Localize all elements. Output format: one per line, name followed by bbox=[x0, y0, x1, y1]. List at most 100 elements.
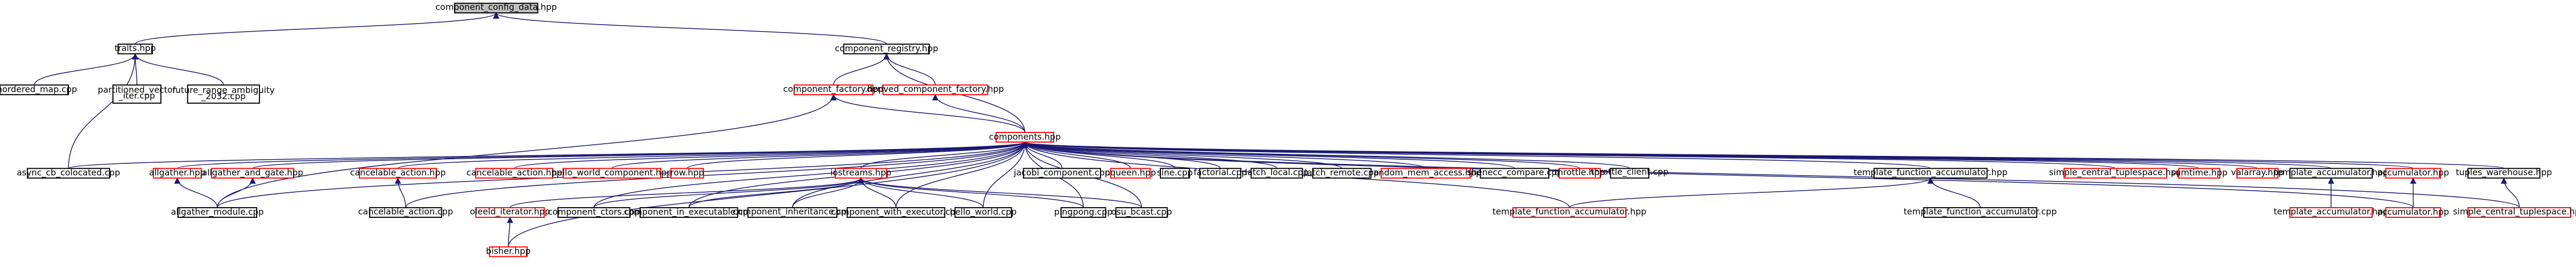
node-box bbox=[834, 168, 887, 179]
node-label: derived_component_factory.hpp bbox=[867, 84, 1004, 95]
graph-node-accumulator-red[interactable]: accumulator.hpp bbox=[2377, 207, 2449, 218]
node-box bbox=[1115, 207, 1168, 218]
graph-node-component-with-executor[interactable]: component_with_executor.cpp bbox=[831, 207, 961, 218]
dependency-edge bbox=[895, 141, 1028, 208]
node-label: oleeld_iterator.hpp bbox=[470, 207, 550, 217]
dependency-edge bbox=[688, 177, 864, 208]
graph-node-oleeld-iterator[interactable]: oleeld_iterator.hpp bbox=[470, 207, 550, 218]
node-box bbox=[1610, 168, 1650, 179]
graph-node-root[interactable]: component_config_data.hpp bbox=[435, 2, 557, 14]
graph-node-valarray[interactable]: valarray.hpp bbox=[2231, 167, 2284, 179]
graph-node-iostreams[interactable]: iostreams.hpp bbox=[831, 168, 891, 179]
graph-node-template-accumulator-red[interactable]: template_accumulator.hpp bbox=[2274, 207, 2388, 218]
dependency-edge bbox=[405, 141, 1028, 208]
graph-node-cancelable-action-cpp[interactable]: cancelable_action.cpp bbox=[358, 207, 453, 218]
node-box bbox=[177, 207, 258, 218]
dependency-edge bbox=[132, 53, 224, 85]
graph-node-accumulator-top[interactable]: accumulator.hpp bbox=[2377, 167, 2449, 179]
node-label: simple_central_tuplespace.hpp bbox=[2453, 207, 2576, 217]
dependency-edge bbox=[1021, 141, 1131, 169]
node-box bbox=[1923, 207, 2037, 218]
node-label: hello_world.cpp bbox=[950, 207, 1017, 217]
graph-node-allgather-and-gate[interactable]: allgather_and_gate.hpp bbox=[202, 167, 303, 179]
graph-node-sumtime[interactable]: sumtime.hpp bbox=[2171, 167, 2228, 179]
dependency-edge bbox=[132, 53, 139, 85]
node-box bbox=[995, 132, 1055, 143]
node-label: _2032.cpp bbox=[201, 91, 246, 101]
node-box bbox=[954, 207, 1012, 218]
graph-node-future-range[interactable]: future_range_ambiguity_2032.cpp bbox=[172, 84, 275, 104]
node-label: sumtime.hpp bbox=[2171, 167, 2228, 177]
node-label: component_registry.hpp bbox=[835, 43, 938, 54]
node-box bbox=[2467, 168, 2541, 179]
node-label: template_accumulator.hpp bbox=[2274, 167, 2388, 178]
node-box bbox=[1199, 168, 1242, 179]
graph-node-component-ctors[interactable]: component_ctors.cpp bbox=[548, 207, 640, 218]
node-box bbox=[2289, 207, 2373, 218]
graph-node-shenecc[interactable]: shenecc_compare.cpp bbox=[1467, 167, 1563, 179]
node-box bbox=[1110, 168, 1151, 179]
graph-node-components[interactable]: components.hpp bbox=[989, 131, 1061, 143]
node-label: component_factory.hpp bbox=[783, 84, 884, 95]
dependency-edge bbox=[1021, 141, 1175, 169]
graph-node-jacobi-component[interactable]: jacobi_component.cpp bbox=[1013, 168, 1110, 179]
graph-node-cancelable-action-hpp2[interactable]: cancelable_action.hpp bbox=[466, 167, 562, 179]
graph-node-component-in-executable[interactable]: component_in_executable.cpp bbox=[624, 207, 754, 218]
graph-node-random-mem-access[interactable]: random_mem_access.hpp bbox=[1370, 168, 1482, 179]
node-label: iostreams.hpp bbox=[831, 168, 891, 178]
node-label: template_function_accumulator.cpp bbox=[1904, 207, 2057, 217]
graph-node-latch-remote[interactable]: latch_remote.cpp bbox=[1305, 167, 1379, 179]
graph-node-tuples-warehouse[interactable]: tuples_warehouse.hpp bbox=[2456, 167, 2552, 179]
dependency-edge bbox=[1022, 141, 1931, 169]
graph-node-derived-component-factory[interactable]: derived_component_factory.hpp bbox=[867, 84, 1004, 96]
graph-node-component-inheritance[interactable]: component_inheritance.cpp bbox=[733, 207, 852, 218]
graph-node-factorial[interactable]: factorial.cpp bbox=[1194, 167, 1247, 179]
graph-node-tfa-cpp[interactable]: template_function_accumulator.cpp bbox=[1904, 207, 2057, 218]
node-box bbox=[1512, 207, 1627, 218]
dependency-edge bbox=[1021, 141, 1631, 169]
node-box bbox=[0, 84, 70, 96]
graph-node-traits[interactable]: traits.hpp bbox=[114, 43, 156, 54]
graph-node-component-factory[interactable]: component_factory.hpp bbox=[783, 84, 884, 96]
graph-node-partitioned-vector[interactable]: partitioned_vector_iter.cpp bbox=[98, 84, 176, 104]
node-box bbox=[639, 207, 739, 218]
graph-node-tfa-hpp-red[interactable]: template_function_accumulator.hpp bbox=[1493, 207, 1647, 218]
graph-node-component-registry[interactable]: component_registry.hpp bbox=[835, 43, 938, 54]
dependency-edge bbox=[397, 141, 1028, 169]
graph-node-allgather-module[interactable]: allgather_module.cpp bbox=[171, 207, 264, 218]
graph-node-sine[interactable]: sine.cpp bbox=[1157, 167, 1193, 179]
graph-node-nqueen[interactable]: nqueen.hpp bbox=[1105, 168, 1156, 179]
graph-node-allgather-hpp[interactable]: allgather.hpp bbox=[149, 167, 206, 179]
node-label: component_inheritance.cpp bbox=[733, 207, 852, 217]
dependency-edge bbox=[395, 177, 406, 208]
dependency-edge bbox=[68, 53, 139, 169]
graph-node-cancelable-action-hpp1[interactable]: cancelable_action.hpp bbox=[350, 167, 446, 179]
dependency-edge bbox=[217, 94, 837, 208]
graph-node-simple-central-tuplespace-red[interactable]: simple_central_tuplespace.hpp bbox=[2453, 207, 2576, 218]
graph-node-unordered-map[interactable]: unordered_map.cpp bbox=[0, 84, 77, 96]
graph-node-throttle-hpp[interactable]: throttle.hpp bbox=[1555, 167, 1605, 179]
graph-node-hello-world-component[interactable]: hello_world_component.hpp bbox=[552, 168, 672, 179]
graph-node-template-accumulator-top[interactable]: template_accumulator.hpp bbox=[2274, 167, 2388, 179]
graph-node-async-cb[interactable]: async_cb_colocated.cpp bbox=[17, 167, 120, 179]
graph-node-bisher[interactable]: bisher.hpp bbox=[486, 246, 531, 257]
dependency-edge bbox=[507, 141, 1028, 247]
graph-node-throttle-client[interactable]: throttle_client.cpp bbox=[1591, 167, 1668, 179]
node-label: throttle.hpp bbox=[1555, 167, 1605, 177]
node-label: allgather_module.cpp bbox=[171, 207, 264, 217]
dependency-edge bbox=[833, 53, 890, 85]
node-label: shenecc_compare.cpp bbox=[1467, 167, 1562, 178]
dependency-edge bbox=[1569, 177, 1934, 208]
graph-node-row[interactable]: row.hpp bbox=[670, 168, 704, 179]
graph-node-latch-local[interactable]: latch_local.cpp bbox=[1245, 167, 1309, 179]
node-label: bisher.hpp bbox=[486, 246, 531, 256]
graph-node-tfa-hpp-top[interactable]: template_function_accumulator.hpp bbox=[1854, 167, 2008, 179]
node-label: template_function_accumulator.hpp bbox=[1493, 207, 1647, 217]
graph-node-hello-world-cpp[interactable]: hello_world.cpp bbox=[950, 207, 1017, 218]
dependency-edge bbox=[982, 141, 1028, 208]
graph-node-pingpong[interactable]: pingpong.cpp bbox=[1054, 207, 1113, 218]
graph-node-osu-bcast[interactable]: osu_bcast.cpp bbox=[1111, 207, 1172, 218]
graph-node-simple-central-tuplespace-top[interactable]: simple_central_tuplespace.hpp bbox=[2049, 167, 2182, 179]
node-label: component_with_executor.cpp bbox=[831, 207, 961, 217]
node-box bbox=[1380, 168, 1471, 179]
